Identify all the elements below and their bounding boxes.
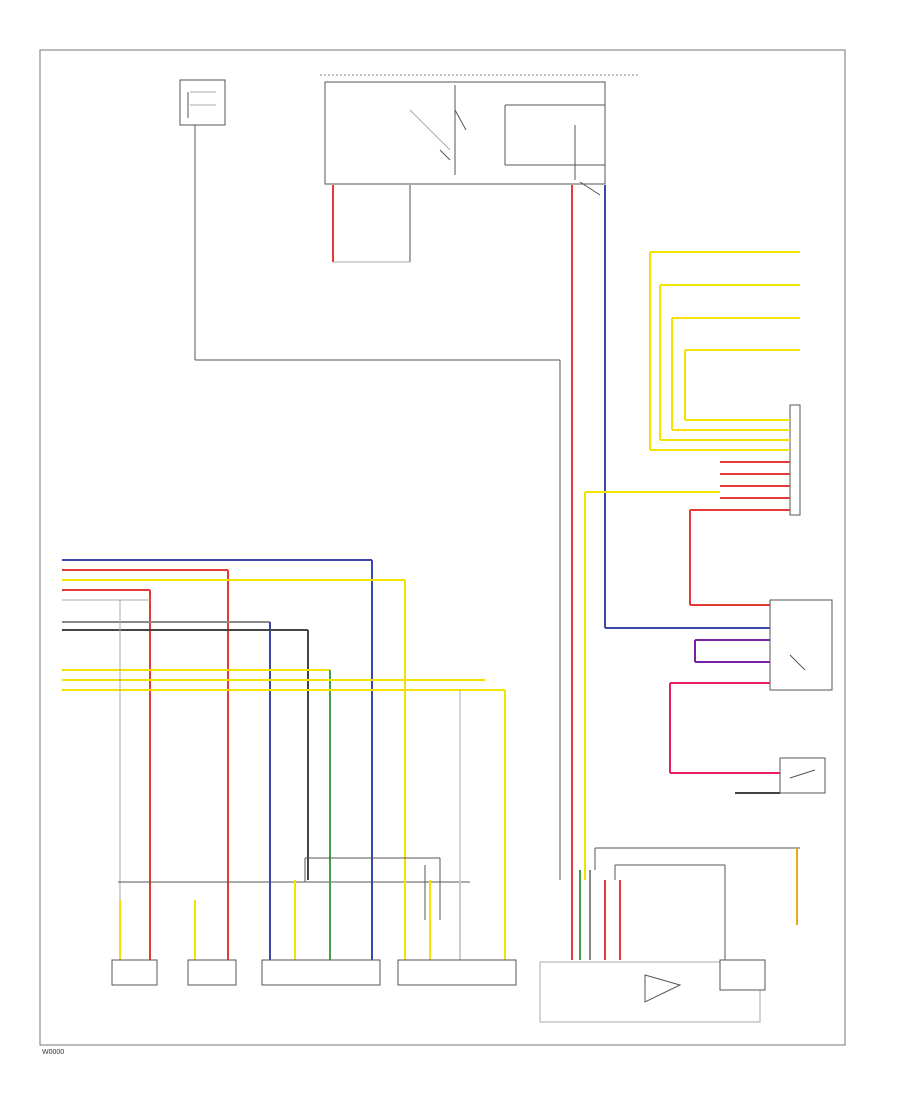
auxiliary-coolant-pump [735, 757, 826, 794]
sensor-3 [261, 880, 381, 986]
cross-links [304, 857, 441, 920]
right-connector-area [584, 251, 801, 880]
diagram-border [39, 49, 846, 1046]
coolant-pump-relay [669, 599, 833, 774]
coolant-temp-switch [719, 848, 798, 991]
sensor-2 [187, 900, 237, 986]
relay-block-top [320, 74, 640, 196]
sensor-4 [397, 880, 517, 986]
fuse-block-left [179, 79, 561, 880]
sensor-1 [111, 900, 158, 986]
diagram-code: W0000 [42, 1049, 64, 1056]
left-bus-wires [62, 559, 506, 940]
top-drop-wires [332, 185, 770, 880]
coolant-fan-module [539, 847, 800, 1023]
